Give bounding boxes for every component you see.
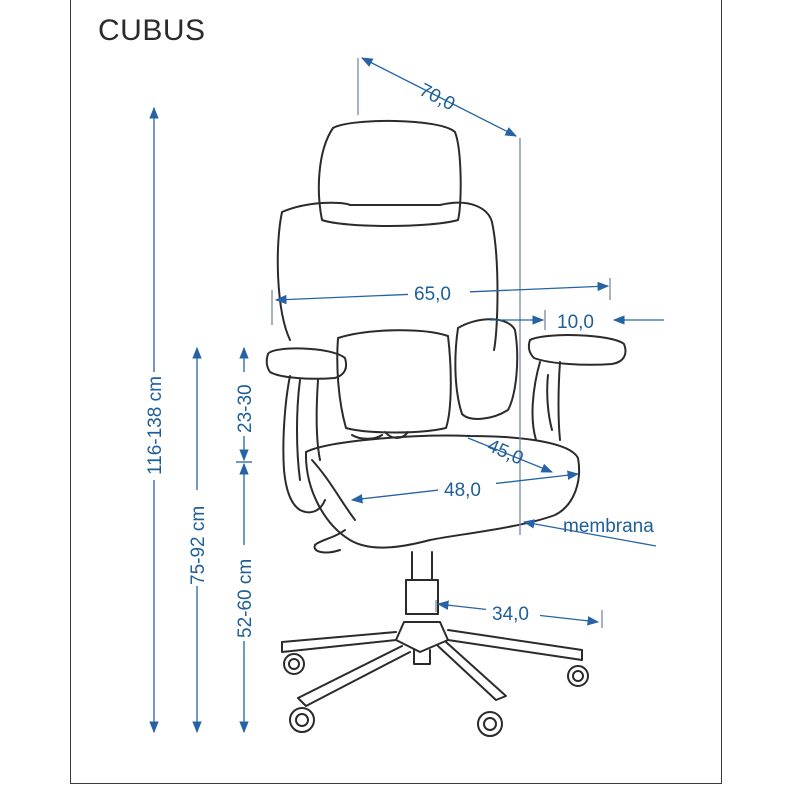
gas-cylinder xyxy=(411,551,433,581)
lumbar-pad-left xyxy=(336,329,452,434)
label-backrest-width: 65,0 xyxy=(414,284,451,305)
backrest xyxy=(276,201,499,351)
label-total-height: 116-138 cm xyxy=(145,376,166,475)
dimension-lines xyxy=(149,57,664,734)
label-armrest-above-seat: 23-30 xyxy=(235,384,256,433)
label-base: 34,0 xyxy=(492,604,529,625)
casters xyxy=(283,653,589,737)
seat xyxy=(304,434,581,549)
drawing-frame xyxy=(70,0,722,784)
label-seat-material: membrana xyxy=(563,516,654,537)
dimension-labels: 70,0 65,0 10,0 45,0 48,0 membrana 34,0 1… xyxy=(142,80,654,641)
headrest xyxy=(317,119,462,227)
base xyxy=(281,621,583,707)
dim-line-seat-depth xyxy=(467,437,554,473)
label-seat-width: 48,0 xyxy=(444,480,481,501)
armrest-left xyxy=(265,347,348,380)
label-armrest-width: 10,0 xyxy=(557,312,594,333)
label-armrest-height: 75-92 cm xyxy=(188,506,209,585)
label-depth: 70,0 xyxy=(416,80,458,116)
chair-outline xyxy=(265,119,627,737)
armrest-right xyxy=(527,334,627,366)
product-title: CUBUS xyxy=(98,14,206,47)
lumbar-pad-right xyxy=(454,318,519,420)
dim-line-depth xyxy=(360,57,518,137)
label-seat-height: 52-60 cm xyxy=(235,559,256,638)
